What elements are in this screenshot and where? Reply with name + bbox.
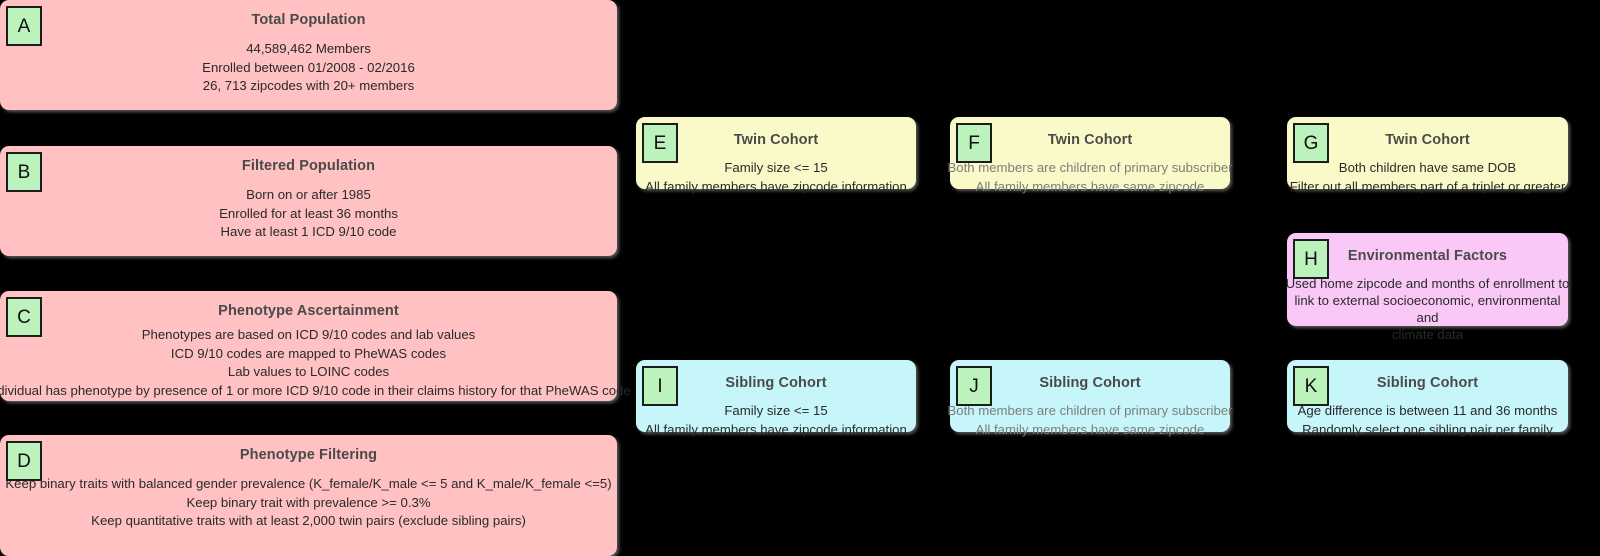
panel-k-line-1: Age difference is between 11 and 36 mont… bbox=[1297, 403, 1558, 418]
panel-b-line-3: Have at least 1 ICD 9/10 code bbox=[220, 224, 397, 239]
panel-g-line-2: Filter out all members part of a triplet… bbox=[1289, 178, 1566, 194]
panel-k-title: Sibling Cohort bbox=[1376, 375, 1479, 391]
panel-badge-b: B bbox=[6, 152, 42, 192]
panel-h-line-1: Used home zipcode and months of enrollme… bbox=[1285, 276, 1570, 291]
panel-a-lines: 44,589,462 Members Enrolled between 01/2… bbox=[0, 40, 631, 96]
panel-g-twin-cohort[interactable]: G Twin Cohort Both children have same DO… bbox=[1287, 117, 1568, 194]
panel-k-sibling-cohort[interactable]: K Sibling Cohort Age difference is betwe… bbox=[1287, 360, 1568, 437]
panel-g-line-1: Both children have same DOB bbox=[1338, 160, 1517, 175]
panel-b-line-1: Born on or after 1985 bbox=[246, 187, 371, 202]
panel-j-title: Sibling Cohort bbox=[1039, 375, 1141, 391]
panel-d-lines: Keep binary traits with balanced gender … bbox=[0, 475, 631, 531]
panel-d-line-1: Keep binary traits with balanced gender … bbox=[5, 476, 612, 491]
panel-h-environmental-factors[interactable]: H Environmental Factors Used home zipcod… bbox=[1286, 233, 1569, 342]
panel-i-title: Sibling Cohort bbox=[725, 375, 827, 391]
panel-h-line-3: climate data bbox=[1391, 327, 1464, 342]
panel-f-line-2: All family members have same zipcode bbox=[975, 178, 1205, 194]
panel-f-line-1: Both members are children of primary sub… bbox=[947, 160, 1233, 175]
panel-badge-k: K bbox=[1293, 366, 1329, 406]
panel-j-line-2: All family members have same zipcode bbox=[975, 421, 1205, 437]
panel-c-line-2: ICD 9/10 codes are mapped to PheWAS code… bbox=[170, 345, 447, 361]
panel-j-line-1: Both members are children of primary sub… bbox=[947, 403, 1233, 418]
panel-h-title: Environmental Factors bbox=[1347, 248, 1508, 264]
panel-badge-g: G bbox=[1293, 123, 1329, 163]
panel-c-title: Phenotype Ascertainment bbox=[218, 303, 399, 319]
panel-c-line-1: Phenotypes are based on ICD 9/10 codes a… bbox=[141, 327, 476, 342]
panel-f-lines: Both members are children of primary sub… bbox=[931, 159, 1249, 196]
panel-badge-d: D bbox=[6, 441, 42, 481]
panel-b-lines: Born on or after 1985 Enrolled for at le… bbox=[0, 186, 631, 242]
panel-b-filtered-population[interactable]: B Filtered Population Born on or after 1… bbox=[0, 146, 617, 256]
panel-a-title: Total Population bbox=[251, 12, 366, 28]
panel-d-line-3: Keep quantitative traits with at least 2… bbox=[91, 513, 526, 528]
panel-f-title: Twin Cohort bbox=[1047, 132, 1133, 148]
panel-f-twin-cohort[interactable]: F Twin Cohort Both members are children … bbox=[947, 117, 1233, 194]
panel-e-line-1: Family size <= 15 bbox=[724, 160, 828, 175]
panel-h-lines: Used home zipcode and months of enrollme… bbox=[1282, 275, 1573, 343]
panel-h-line-2: link to external socioeconomic, environm… bbox=[1294, 293, 1561, 325]
panel-d-title: Phenotype Filtering bbox=[239, 447, 378, 463]
panel-i-line-1: Family size <= 15 bbox=[724, 403, 828, 418]
panel-e-lines: Family size <= 15 All family members hav… bbox=[622, 159, 930, 196]
panel-a-total-population[interactable]: A Total Population 44,589,462 Members En… bbox=[0, 0, 617, 110]
panel-d-phenotype-filtering[interactable]: D Phenotype Filtering Keep binary traits… bbox=[0, 435, 617, 556]
panel-k-line-2: Randomly select one sibling pair per fam… bbox=[1302, 421, 1553, 437]
panel-e-line-2: All family members have zipcode informat… bbox=[645, 178, 907, 194]
panel-badge-j: J bbox=[956, 366, 992, 406]
panel-a-line-3: 26, 713 zipcodes with 20+ members bbox=[202, 78, 415, 93]
panel-badge-f: F bbox=[956, 123, 992, 163]
panel-e-title: Twin Cohort bbox=[733, 132, 819, 148]
panel-badge-h: H bbox=[1293, 239, 1329, 279]
panel-j-sibling-cohort[interactable]: J Sibling Cohort Both members are childr… bbox=[947, 360, 1233, 437]
panel-g-lines: Both children have same DOB Filter out a… bbox=[1275, 159, 1580, 196]
panel-badge-i: I bbox=[642, 366, 678, 406]
panel-d-line-2: Keep binary trait with prevalence >= 0.3… bbox=[186, 494, 431, 510]
panel-c-phenotype-ascertainment[interactable]: C Phenotype Ascertainment Phenotypes are… bbox=[0, 291, 631, 401]
panel-b-title: Filtered Population bbox=[241, 158, 376, 174]
panel-i-sibling-cohort[interactable]: I Sibling Cohort Family size <= 15 All f… bbox=[636, 360, 916, 437]
panel-k-lines: Age difference is between 11 and 36 mont… bbox=[1277, 402, 1578, 439]
panel-c-line-3: Lab values to LOINC codes bbox=[227, 364, 390, 379]
panel-i-line-2: All family members have zipcode informat… bbox=[645, 421, 907, 437]
panel-a-line-2: Enrolled between 01/2008 - 02/2016 bbox=[202, 59, 415, 75]
panel-c-lines: Phenotypes are based on ICD 9/10 codes a… bbox=[0, 326, 631, 400]
panel-e-twin-cohort[interactable]: E Twin Cohort Family size <= 15 All fami… bbox=[636, 117, 916, 194]
panel-b-line-2: Enrolled for at least 36 months bbox=[219, 205, 398, 221]
panel-c-line-4: Individual has phenotype by presence of … bbox=[0, 382, 631, 398]
panel-a-line-1: 44,589,462 Members bbox=[246, 41, 371, 56]
panel-i-lines: Family size <= 15 All family members hav… bbox=[622, 402, 930, 439]
panel-g-title: Twin Cohort bbox=[1385, 132, 1470, 148]
panel-badge-c: C bbox=[6, 297, 42, 337]
panel-badge-a: A bbox=[6, 6, 42, 46]
panel-badge-e: E bbox=[642, 123, 678, 163]
panel-j-lines: Both members are children of primary sub… bbox=[931, 402, 1249, 439]
